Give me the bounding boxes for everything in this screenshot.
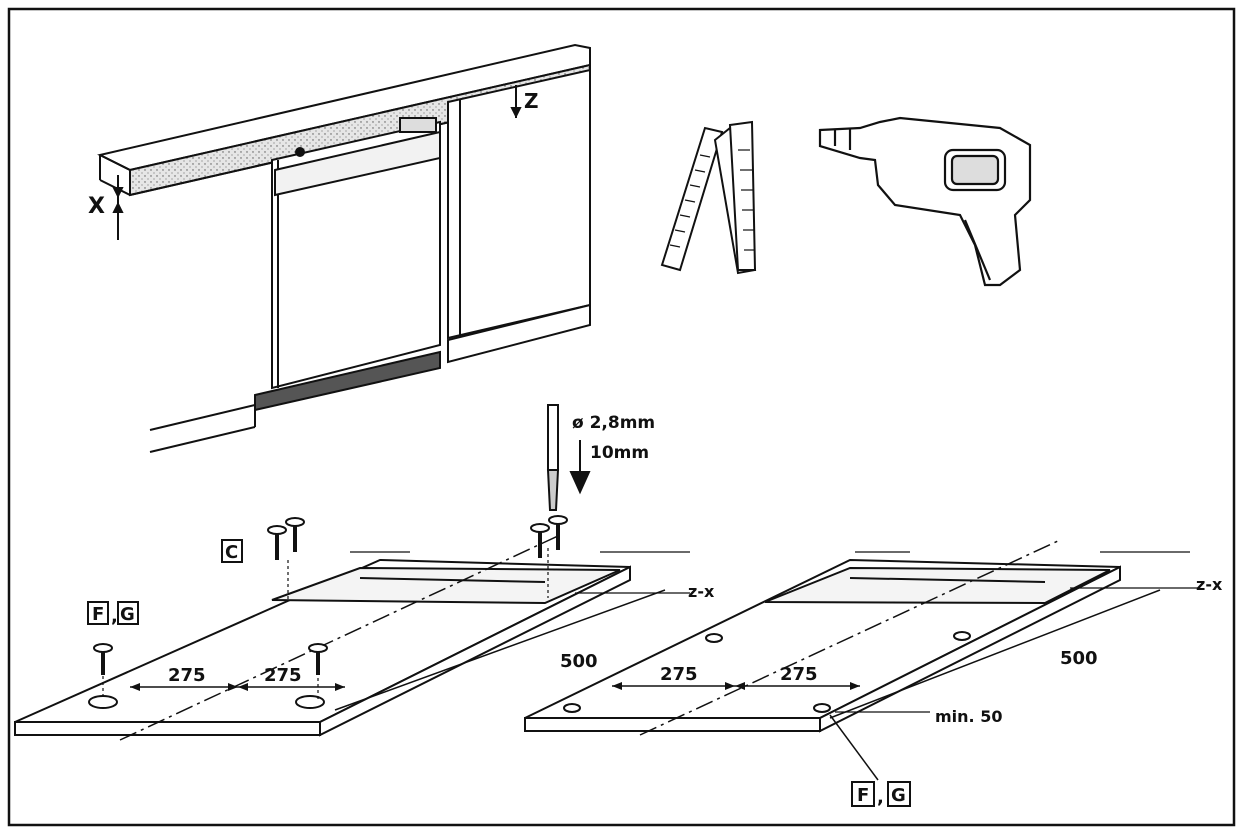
dim-275-b: 275 — [264, 665, 302, 686]
part-f-box-right — [851, 781, 875, 807]
min-50-label: min. 50 — [935, 707, 1002, 726]
drill-diameter-label: ø 2,8mm — [572, 413, 655, 433]
screw-icon — [93, 515, 568, 675]
drill-depth-label: 10mm — [590, 443, 649, 463]
part-f-box-left — [87, 601, 109, 625]
panel-left — [14, 534, 690, 741]
part-f-label-left: F — [92, 604, 104, 625]
folding-ruler-icon — [660, 120, 757, 275]
part-c-label: C — [225, 542, 238, 563]
cabinet-sketch — [97, 43, 591, 453]
panel-right — [524, 539, 1200, 781]
part-g-label-right: G — [891, 785, 906, 806]
frame-border — [7, 7, 1236, 827]
part-g-box-left — [117, 601, 139, 625]
drill-bit-icon — [546, 404, 591, 511]
z-gap-label: Z — [524, 89, 539, 113]
z-x-label-right: z-x — [1196, 575, 1223, 594]
z-x-label-left: z-x — [688, 582, 715, 601]
part-g-box-right — [887, 781, 911, 807]
x-gap-label: X — [88, 194, 105, 219]
comma-left: , — [111, 606, 118, 627]
dim-500-left: 500 — [560, 651, 598, 672]
power-drill-icon — [818, 116, 1032, 287]
comma-right: , — [877, 787, 884, 808]
dim-275-a: 275 — [168, 665, 206, 686]
part-f-label-right: F — [857, 785, 869, 806]
part-c-box — [221, 539, 243, 563]
part-g-label-left: G — [120, 604, 135, 625]
dim-275-c: 275 — [660, 664, 698, 685]
dim-275-d: 275 — [780, 664, 818, 685]
dim-500-right: 500 — [1060, 648, 1098, 669]
